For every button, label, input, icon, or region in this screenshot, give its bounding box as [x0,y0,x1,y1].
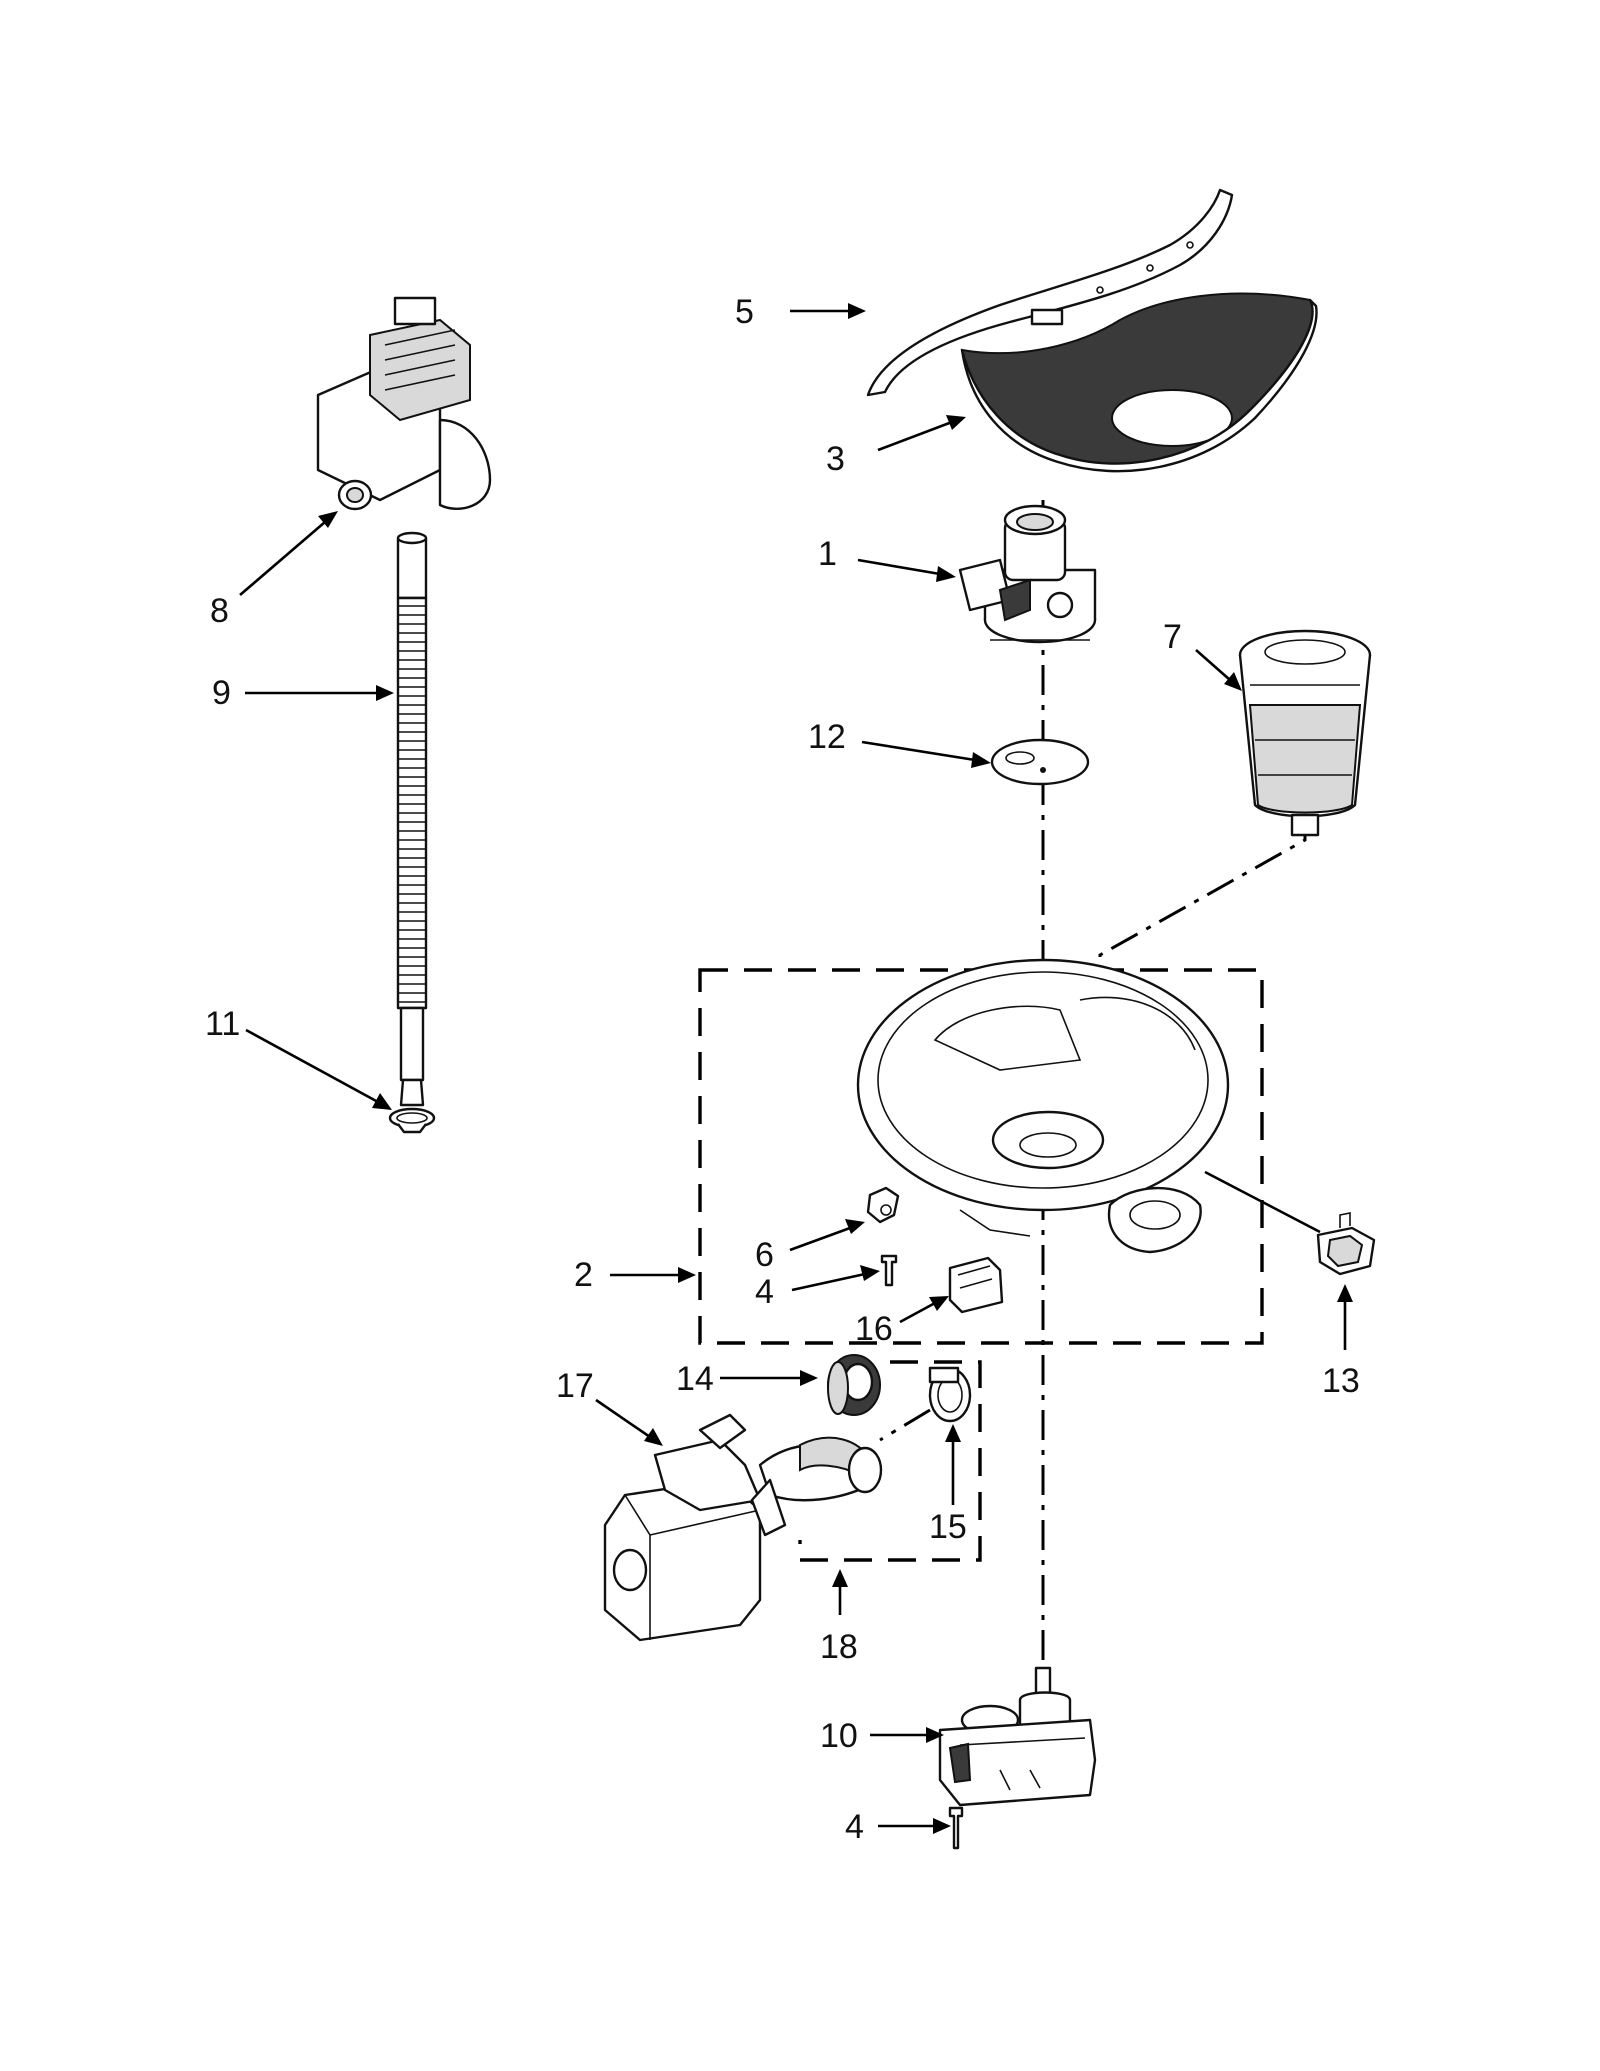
diverter-disc [990,738,1090,786]
filter-assembly [1238,629,1372,837]
callout-leaders [239,303,1353,1834]
circulation-pump [603,1413,883,1642]
pump-axis-line [879,1408,931,1442]
callout-numbers: 5 3 1 8 9 7 12 11 6 2 4 16 13 17 14 15 1… [205,293,1360,1846]
callout-10: 10 [820,1717,858,1755]
callout-15: 15 [929,1508,967,1546]
pump-clamp [928,1366,972,1423]
callout-17: 17 [556,1367,594,1405]
small-parts-group [866,1186,1004,1314]
callout-8: 8 [210,592,229,630]
callout-11: 11 [205,1005,240,1043]
callout-4-upper: 4 [755,1273,774,1311]
spray-shield [960,292,1318,473]
drain-pump [316,296,492,511]
callout-14: 14 [676,1360,714,1398]
callout-18: 18 [820,1628,858,1666]
callout-16: 16 [855,1310,893,1348]
sump-assembly [856,958,1230,1254]
group-18-dashed-box [798,1360,982,1562]
turbidity-sensor [1316,1212,1376,1276]
callout-9: 9 [212,674,231,712]
callout-3: 3 [826,440,845,478]
diverter-assembly [958,504,1097,644]
callout-7: 7 [1163,618,1182,656]
callout-12: 12 [808,718,846,756]
part-4-screw-upper [880,1254,898,1287]
lower-spray-arm [866,188,1234,397]
pump-seal [827,1354,881,1416]
part-16-connector [948,1256,1004,1314]
hose-clamp [388,1107,436,1134]
part-6-clip [866,1186,900,1224]
callout-6: 6 [755,1236,774,1274]
callout-5: 5 [735,293,754,331]
callout-13: 13 [1322,1362,1360,1400]
callout-4-lower: 4 [845,1808,864,1846]
callout-2: 2 [574,1256,593,1294]
inlet-valve [938,1666,1097,1850]
drain-hose [396,531,428,1107]
callout-1: 1 [818,535,837,573]
